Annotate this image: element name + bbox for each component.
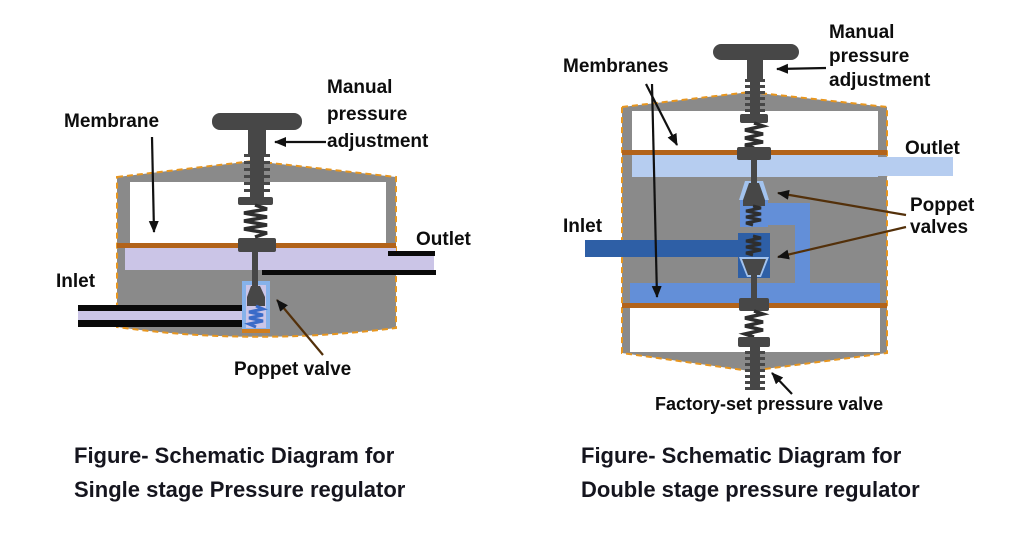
poppet-lower-arrow bbox=[777, 225, 907, 260]
single-stage-diagram bbox=[78, 113, 436, 356]
outlet-pipe bbox=[262, 251, 436, 275]
membrane-plate bbox=[238, 238, 276, 252]
inlet-pipe bbox=[78, 305, 244, 327]
membrane-label: Membrane bbox=[64, 111, 160, 132]
adjustment-screw bbox=[244, 150, 270, 200]
factory-spring-plate bbox=[738, 337, 770, 347]
upper-poppet-valve bbox=[739, 158, 769, 227]
upper-membrane-plate bbox=[737, 147, 771, 160]
outlet-pipe bbox=[878, 157, 953, 176]
manual-pressure-adjustment-label: Manual pressure adjustment bbox=[327, 77, 429, 152]
inlet-pipe bbox=[585, 240, 738, 257]
poppet-valve-label: Poppet valve bbox=[234, 359, 352, 380]
t-handle bbox=[713, 44, 799, 81]
inlet-label: Inlet bbox=[563, 216, 603, 237]
poppet-spring bbox=[244, 304, 268, 329]
double-stage-caption: Figure- Schematic Diagram for Double sta… bbox=[581, 443, 920, 502]
factory-set-valve-label: Factory-set pressure valve bbox=[655, 394, 884, 414]
double-stage-diagram bbox=[585, 44, 953, 395]
membrane-arrow bbox=[148, 136, 159, 233]
factory-valve-arrow bbox=[771, 372, 793, 395]
factory-set-valve bbox=[745, 347, 765, 390]
factory-spring bbox=[738, 309, 770, 339]
outlet-label: Outlet bbox=[416, 229, 471, 250]
inlet-label: Inlet bbox=[56, 271, 96, 292]
lower-membrane-plate bbox=[739, 298, 769, 311]
main-spring bbox=[243, 203, 268, 239]
spring-seat-plate bbox=[740, 114, 768, 123]
t-handle bbox=[212, 113, 302, 154]
poppet-valve-arrow bbox=[276, 299, 324, 356]
valve-stem bbox=[252, 250, 258, 288]
poppet-valve bbox=[242, 281, 270, 333]
manual-adjustment-arrow bbox=[776, 63, 827, 74]
spring-seat-plate bbox=[238, 197, 273, 205]
lower-poppet-valve bbox=[738, 233, 770, 300]
manual-pressure-adjustment-label: Manual pressure adjustment bbox=[829, 22, 931, 91]
poppet-upper-arrow bbox=[777, 189, 907, 217]
poppet-valves-label: Poppet valves bbox=[910, 195, 975, 238]
single-stage-caption: Figure- Schematic Diagram for Single sta… bbox=[74, 443, 406, 502]
outlet-label: Outlet bbox=[905, 138, 960, 159]
membranes-label: Membranes bbox=[563, 56, 669, 77]
main-spring bbox=[744, 121, 770, 150]
membranes-lower-arrow bbox=[650, 83, 662, 298]
outlet-chamber bbox=[125, 248, 396, 270]
